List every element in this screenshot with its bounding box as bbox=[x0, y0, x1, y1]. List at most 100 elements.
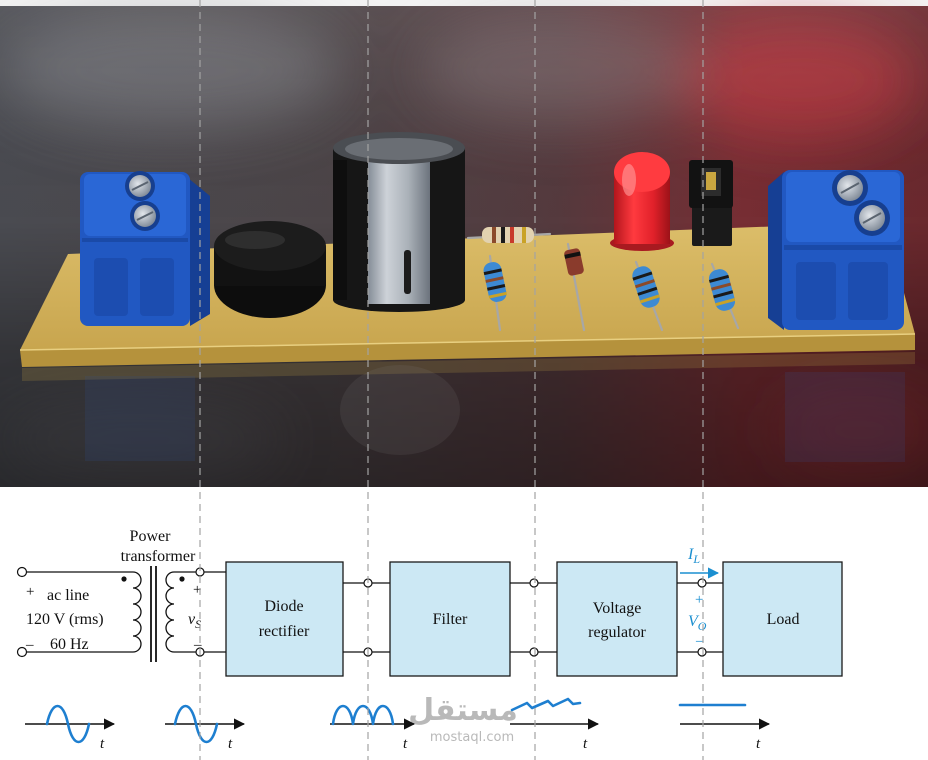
sine-wave-icon bbox=[45, 704, 91, 744]
connection-wire bbox=[510, 582, 557, 653]
terminal-opening bbox=[796, 262, 836, 320]
source-terminal-top bbox=[16, 566, 28, 578]
diode bbox=[564, 242, 586, 332]
resistor-band bbox=[483, 268, 502, 276]
capacitor-shading bbox=[333, 160, 347, 300]
source-label-ac-line: ac line bbox=[47, 587, 89, 604]
resistor-small-3 bbox=[708, 262, 740, 330]
resistor-band bbox=[488, 291, 507, 299]
rectified-wave-icon bbox=[331, 704, 395, 726]
source-label-frequency: 60 Hz bbox=[50, 636, 89, 653]
output-plus-sign: + bbox=[695, 592, 703, 608]
terminal-block-left bbox=[80, 171, 210, 326]
ripple-wave-icon bbox=[510, 697, 582, 712]
primary-polarity-dot bbox=[121, 576, 127, 582]
time-axis-label: t bbox=[100, 736, 105, 752]
board-reflection bbox=[22, 352, 915, 381]
diode-cathode-band bbox=[564, 251, 581, 259]
primary-coil bbox=[132, 571, 142, 653]
secondary-plus-sign: + bbox=[193, 582, 201, 598]
block-filter: Filter bbox=[389, 561, 511, 677]
jumper-pin bbox=[706, 172, 716, 190]
waveform-secondary: t bbox=[165, 704, 246, 752]
connection-node bbox=[697, 647, 707, 657]
output-voltage-subscript: O bbox=[698, 619, 707, 633]
terminal-side-face bbox=[188, 178, 210, 326]
watermark-latin: mostaql.com bbox=[430, 730, 514, 745]
output-minus-sign: – bbox=[695, 633, 704, 649]
red-led bbox=[610, 152, 674, 251]
block-load: Load bbox=[722, 561, 843, 677]
secondary-coil bbox=[165, 571, 175, 653]
screw-slot bbox=[131, 181, 149, 191]
output-voltage-symbol: V bbox=[688, 613, 700, 630]
sine-wave-icon bbox=[173, 704, 219, 744]
alignment-guides bbox=[199, 0, 704, 760]
capacitor-sleeve-stripe bbox=[368, 148, 430, 304]
resistor-band bbox=[501, 227, 505, 243]
block-diode-rectifier: Diode rectifier bbox=[225, 561, 344, 677]
load-current-symbol: I bbox=[687, 546, 694, 563]
photo-top-margin bbox=[0, 0, 928, 6]
terminal-opening bbox=[140, 258, 174, 316]
terminal-opening bbox=[848, 262, 888, 320]
power-supply-block-diagram: Power transformer + ac line 120 V (rms) … bbox=[0, 487, 928, 760]
secondary-polarity-dot bbox=[179, 576, 185, 582]
time-axis-label: t bbox=[756, 736, 761, 752]
source-label-voltage: 120 V (rms) bbox=[26, 611, 104, 628]
block-box bbox=[722, 561, 843, 677]
block-label-line2: rectifier bbox=[259, 623, 310, 640]
resistor-band bbox=[632, 271, 653, 281]
left-terminal-reflection bbox=[85, 376, 195, 461]
connection-node bbox=[697, 578, 707, 588]
load-current-label: IL bbox=[687, 546, 700, 566]
source-plus-sign: + bbox=[26, 584, 34, 600]
block-voltage-regulator: Voltage regulator bbox=[556, 561, 678, 677]
resistor-band bbox=[485, 276, 504, 283]
watermark: مستقل mostaql.com bbox=[408, 693, 518, 745]
led-dome bbox=[614, 152, 670, 192]
connection-wire bbox=[677, 582, 723, 653]
block-label-line1: Diode bbox=[264, 598, 303, 615]
waveform-rectified: t bbox=[330, 704, 416, 752]
table-reflection bbox=[22, 352, 915, 462]
watermark-arabic: مستقل bbox=[408, 693, 518, 728]
bridge-rectifier bbox=[214, 221, 326, 318]
waveform-filtered: t bbox=[510, 697, 600, 752]
resistor-band bbox=[510, 227, 514, 243]
transformer-symbol bbox=[121, 566, 185, 662]
terminal-groove bbox=[82, 238, 188, 242]
resistor-small-2 bbox=[632, 260, 664, 332]
time-axis-label: t bbox=[583, 736, 588, 752]
secondary-voltage-symbol: v bbox=[188, 611, 196, 628]
connection-wire bbox=[343, 582, 390, 653]
output-voltage-label: VO bbox=[688, 613, 707, 633]
secondary-voltage-label: vS bbox=[188, 611, 201, 631]
secondary-voltage-subscript: S bbox=[195, 617, 201, 631]
secondary-minus-sign: – bbox=[193, 637, 202, 653]
resistor-band bbox=[708, 274, 730, 283]
waveform-ac-input: t bbox=[25, 704, 116, 752]
block-label-line1: Load bbox=[767, 611, 800, 628]
resistor-band bbox=[487, 284, 506, 291]
screw-slot bbox=[840, 182, 860, 194]
resistor-band bbox=[634, 279, 655, 289]
pcb-edge-highlight bbox=[19, 333, 916, 351]
capacitor-top-inner bbox=[345, 138, 453, 160]
waveform-dc-output: t bbox=[678, 703, 771, 752]
resistor-small-1 bbox=[483, 254, 507, 332]
jumper-header bbox=[689, 160, 733, 246]
capacitor-polarity-mark bbox=[404, 250, 411, 294]
electrolytic-capacitor bbox=[333, 132, 465, 312]
block-box bbox=[389, 561, 511, 677]
resistor-horizontal bbox=[466, 227, 552, 243]
block-box bbox=[225, 561, 344, 677]
transformer-label-line2: transformer bbox=[121, 548, 196, 565]
screw-slot bbox=[862, 212, 882, 224]
source-minus-sign: – bbox=[25, 637, 34, 653]
resistor-band bbox=[711, 282, 732, 291]
time-axis-label: t bbox=[228, 736, 233, 752]
block-label-line1: Filter bbox=[433, 611, 468, 628]
resistor-body bbox=[482, 227, 534, 243]
